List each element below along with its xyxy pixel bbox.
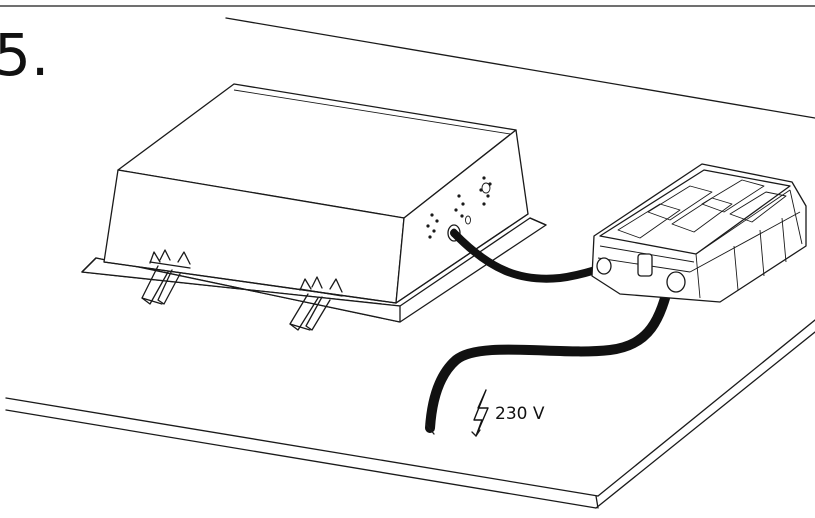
spring-clip-icon: [141, 249, 191, 305]
step-number: 5.: [0, 21, 50, 89]
ceiling-panel: [5, 17, 815, 509]
voltage-label: 230 V: [495, 404, 545, 424]
housing-gasket: [103, 261, 397, 304]
lightning-bolt-icon: [473, 389, 489, 437]
spring-clip-icon: [289, 276, 343, 331]
mounting-frame: [81, 217, 547, 323]
driver-box: [591, 163, 807, 303]
knockout-holes: [426, 176, 492, 239]
cable-end: [425, 423, 435, 435]
cable-gland-icon: [637, 253, 653, 277]
bolt-arrow: [471, 429, 481, 437]
luminaire-housing: [103, 83, 529, 304]
supply-cable: [425, 275, 675, 433]
